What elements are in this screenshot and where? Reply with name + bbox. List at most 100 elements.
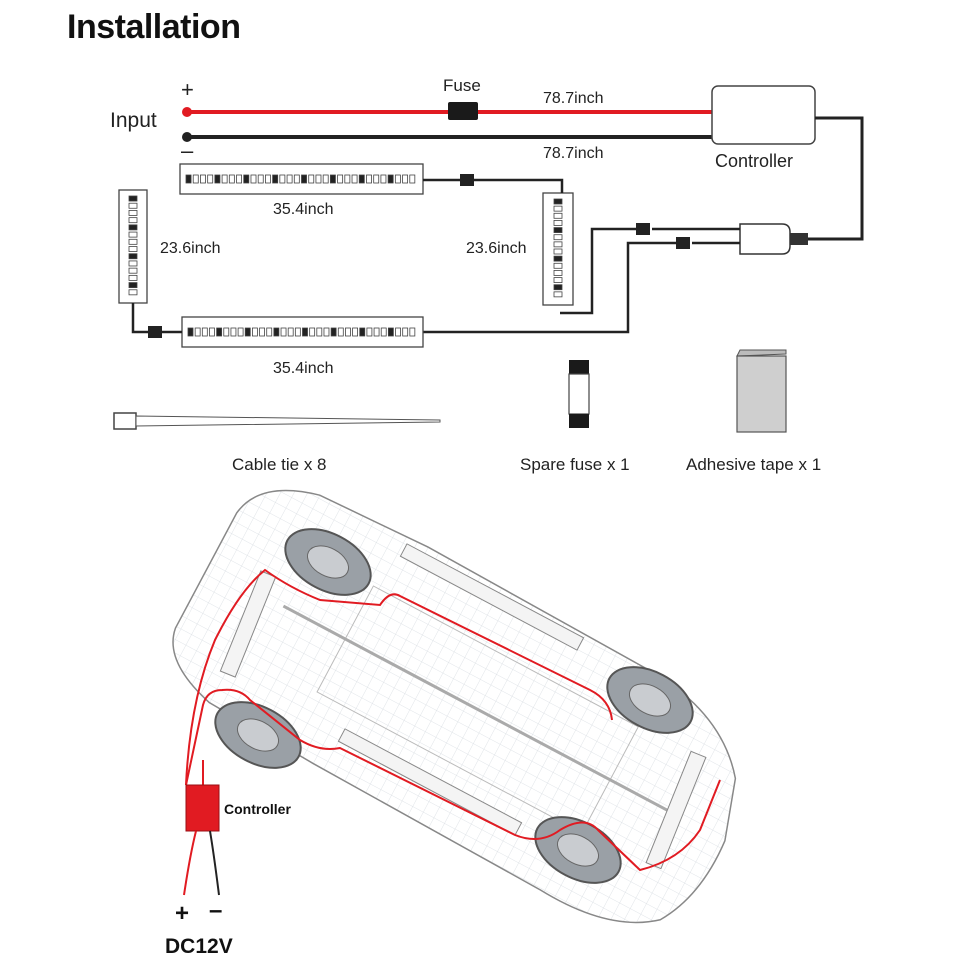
led-segment [230, 327, 237, 337]
led-segment [228, 174, 235, 184]
led-segment [359, 327, 366, 337]
led-segment [244, 327, 251, 337]
led-segment [128, 210, 138, 216]
led-segment [128, 274, 138, 281]
accessory-label-spare-fuse: Spare fuse x 1 [520, 455, 630, 474]
led-segment [293, 174, 300, 184]
negative-terminal [182, 132, 192, 142]
left-to-bottom-wire [131, 303, 148, 334]
led-strip-right [542, 192, 574, 306]
led-segment [302, 327, 308, 337]
accessory-label-adhesive-tape: Adhesive tape x 1 [686, 455, 821, 474]
page-title: Installation [67, 8, 241, 46]
connector-1-icon [636, 223, 650, 235]
minus-sign: – [181, 138, 194, 163]
controller-output-wire [808, 116, 864, 241]
positive-terminal [182, 107, 192, 117]
led-segment [128, 231, 138, 238]
led-segment [394, 174, 401, 184]
led-segment [128, 238, 138, 245]
led-segment [553, 234, 563, 241]
right-strip-length-label: 23.6inch [466, 240, 527, 257]
wire-to-right-strip [560, 227, 636, 315]
led-segment [192, 174, 199, 184]
led-segment [287, 327, 294, 337]
led-segment [553, 291, 563, 298]
led-segment [330, 327, 337, 337]
led-segment [237, 327, 244, 337]
bottom-strip-length-label: 35.4inch [273, 360, 334, 377]
accessory-label-cable-tie: Cable tie x 8 [232, 455, 327, 474]
top-to-right-wire [474, 178, 564, 193]
wheel-rear-left-icon [606, 666, 694, 734]
car-wire-route-1 [185, 688, 721, 872]
led-segment [329, 174, 336, 184]
led-segment [553, 227, 563, 233]
led-segment [286, 174, 293, 184]
led-segment [337, 327, 344, 337]
led-segment [250, 174, 257, 184]
spare-fuse-icon [568, 360, 590, 428]
led-segment [221, 174, 228, 184]
led-segment [266, 327, 273, 337]
led-segment [553, 270, 563, 276]
led-segment [553, 255, 563, 262]
led-segment [402, 327, 409, 337]
led-segment [128, 282, 138, 289]
led-segment [128, 253, 138, 260]
top-strip-length-label: 35.4inch [273, 201, 334, 218]
led-segment [236, 174, 242, 184]
car-controller-box [185, 784, 220, 832]
led-segment [553, 277, 563, 283]
controller-box [711, 85, 816, 145]
led-segment [301, 174, 307, 184]
wheel-front-right-icon [214, 701, 302, 769]
led-segment [345, 327, 351, 337]
car-controller-label: Controller [224, 801, 291, 817]
car-illustration [172, 489, 737, 924]
led-segment [395, 327, 401, 337]
led-segment [216, 327, 223, 337]
led-segment [409, 174, 416, 184]
led-segment [373, 174, 380, 184]
led-segment [279, 174, 286, 184]
led-segment [337, 174, 344, 184]
led-segment [387, 327, 394, 337]
connector-4-icon [148, 326, 162, 338]
led-segment [128, 246, 138, 252]
led-segment [351, 174, 358, 184]
led-segment [128, 202, 138, 209]
led-segment [265, 174, 271, 184]
led-segment [128, 217, 138, 224]
voltage-label: DC12V [165, 935, 233, 958]
led-segment [553, 262, 563, 269]
led-segment [553, 198, 563, 205]
led-segment [128, 260, 138, 267]
led-segment [308, 174, 315, 184]
led-segment [128, 224, 138, 231]
plus-sign: + [181, 77, 194, 102]
led-segment [323, 327, 330, 337]
led-segment [366, 174, 372, 184]
led-segment [273, 327, 280, 337]
led-segment [322, 174, 329, 184]
led-segment [128, 267, 138, 274]
positive-length-label: 78.7inch [543, 90, 604, 107]
led-segment [194, 327, 201, 337]
led-segment [223, 327, 230, 337]
cable-tie-icon [113, 412, 441, 430]
led-segment [294, 327, 301, 337]
car-minus-sign: – [209, 897, 222, 924]
led-segment [315, 174, 322, 184]
exhaust-pipe [282, 604, 673, 814]
input-label: Input [110, 109, 157, 132]
car-negative-lead [209, 830, 220, 896]
led-segment [553, 205, 563, 212]
led-strip-left [118, 189, 148, 304]
led-segment [185, 174, 192, 184]
led-segment [128, 289, 138, 296]
car-positive-lead [183, 830, 197, 896]
led-segment [387, 174, 394, 184]
